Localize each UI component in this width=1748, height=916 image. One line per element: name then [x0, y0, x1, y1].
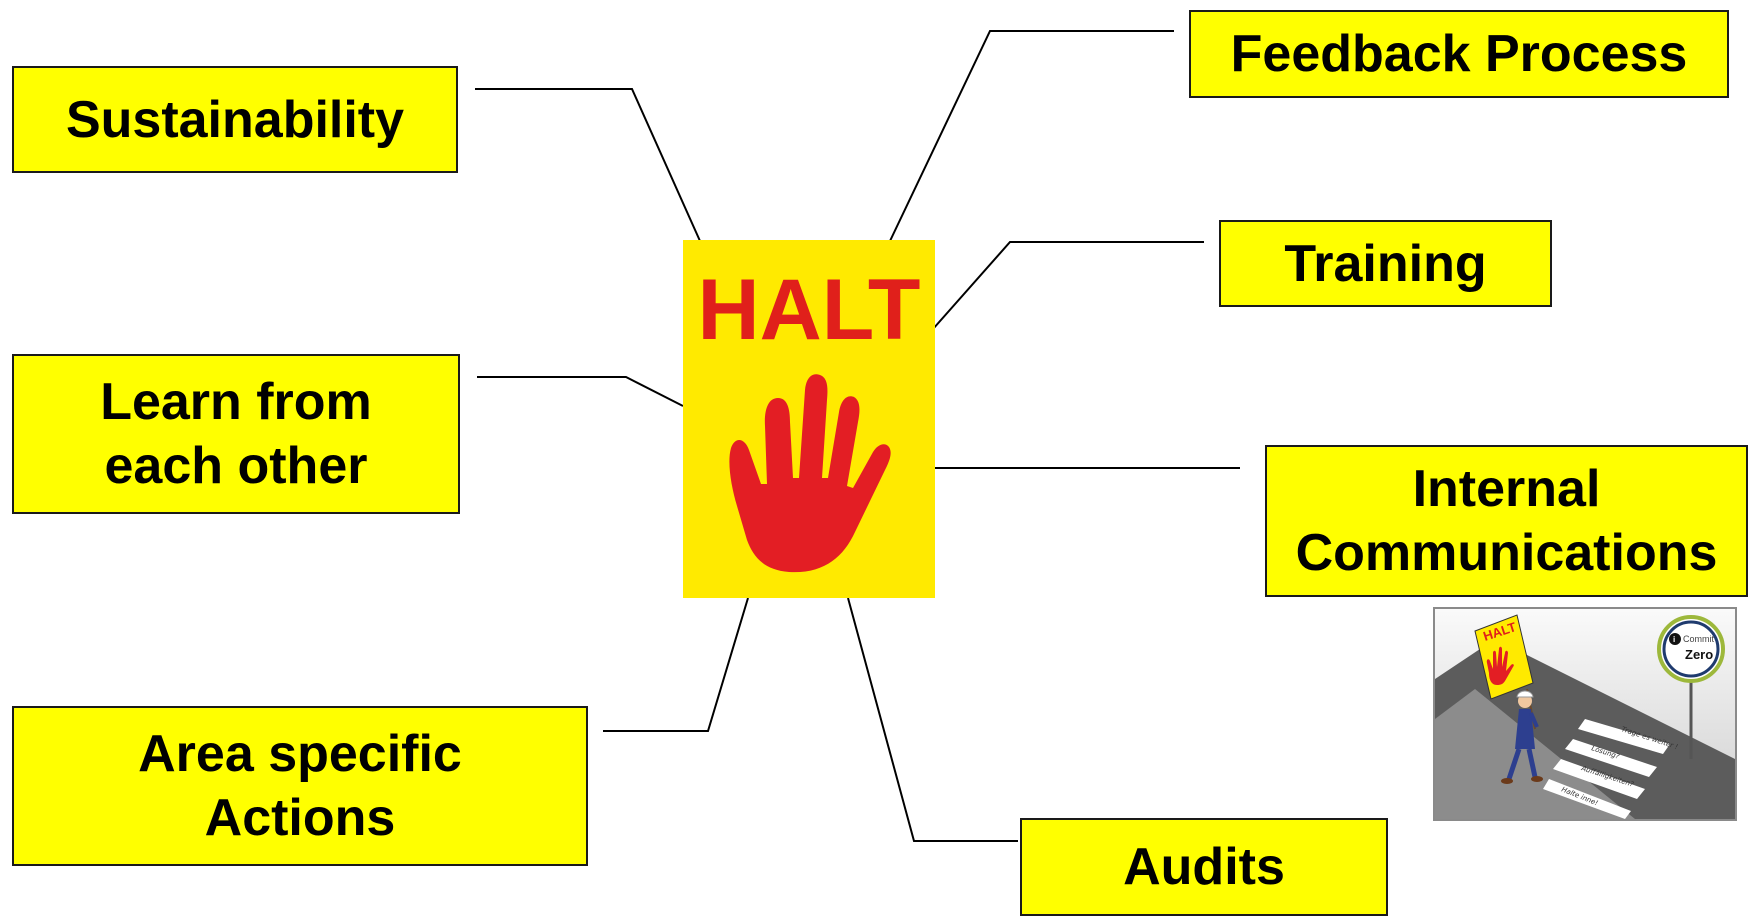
svg-text:i: i [1673, 635, 1675, 644]
topic-sustainability-label: Sustainability [65, 90, 405, 149]
worker-figure [1501, 690, 1543, 784]
connector-area-actions [603, 597, 749, 732]
topic-feedback-label: Feedback Process [1230, 25, 1688, 83]
topic-training-label: Training [1284, 234, 1487, 293]
commit-zero-badge: i Commit Zero [1657, 615, 1725, 759]
illustration-scene: Trage es weiter ! Lösung? Auffälligkeite… [1435, 609, 1735, 819]
halt-sign: HALT [683, 240, 935, 598]
topic-audits-label: Audits [1123, 838, 1285, 896]
topic-area-specific-actions: Area specific Actions [12, 706, 588, 866]
topic-feedback-process: Feedback Process [1189, 10, 1729, 98]
topic-audits: Audits [1020, 818, 1388, 916]
connector-training [932, 241, 1204, 330]
stop-hand-icon [729, 374, 891, 573]
connector-learn [477, 376, 684, 407]
badge-word: Zero [1685, 647, 1713, 662]
badge-brand: Commit [1683, 634, 1714, 644]
topic-learn-label: Learn from each other [100, 373, 372, 495]
connector-audits [847, 597, 1018, 842]
topic-internal-communications: Internal Communications [1265, 445, 1748, 597]
topic-internal-comms-label: Internal Communications [1295, 460, 1718, 582]
topic-sustainability: Sustainability [12, 66, 458, 173]
connector-feedback [889, 30, 1174, 242]
topic-learn-from-each-other: Learn from each other [12, 354, 460, 514]
halt-title: HALT [697, 262, 921, 358]
topic-training: Training [1219, 220, 1552, 307]
topic-area-actions-label: Area specific Actions [138, 725, 462, 847]
halt-campaign-illustration: Trage es weiter ! Lösung? Auffälligkeite… [1433, 607, 1737, 821]
connector-sustainability [475, 88, 701, 242]
sign-with-hand: HALT [1474, 614, 1536, 730]
